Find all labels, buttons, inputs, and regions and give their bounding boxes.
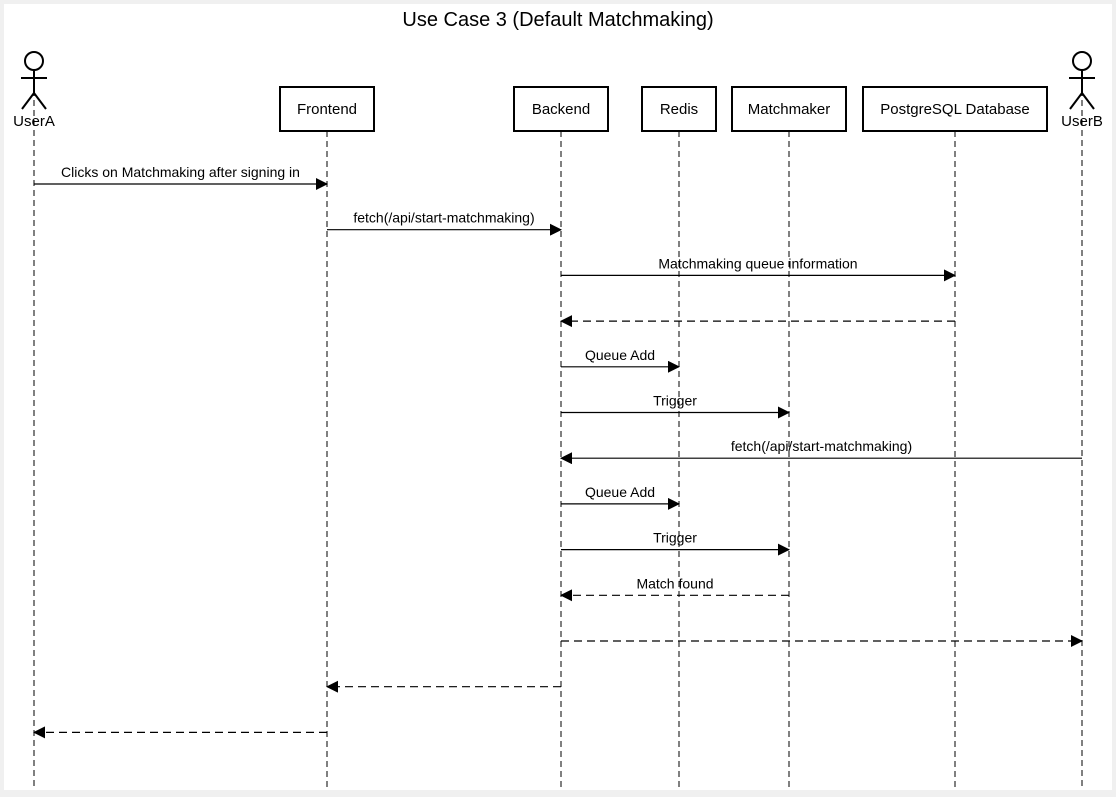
participant-frontend: Frontend (279, 86, 375, 132)
lifelines-layer (33, 80, 1083, 790)
participant-userA: UserA (13, 51, 55, 130)
actor-label: UserA (13, 113, 55, 130)
message-label: Queue Add (585, 484, 655, 500)
participant-box (641, 86, 717, 132)
actor-icon (21, 51, 47, 110)
actor-icon (1069, 51, 1095, 110)
diagram-title: Use Case 3 (Default Matchmaking) (402, 9, 713, 31)
diagram-canvas (4, 4, 1112, 790)
message-label: Trigger (653, 530, 697, 546)
participant-box (731, 86, 847, 132)
participant-redis: Redis (641, 86, 717, 132)
participants-layer: UserA Frontend Backend Redis Matchmaker Postg… (13, 51, 1103, 132)
message-label: Queue Add (585, 347, 655, 363)
participant-postgres: PostgreSQL Database (862, 86, 1048, 132)
participant-label: Redis (660, 101, 698, 118)
message-label: Matchmaking queue information (658, 255, 857, 271)
message-10: Match found (560, 575, 789, 602)
message-label: fetch(/api/start-matchmaking) (353, 210, 534, 226)
messages-layer: Clicks on Matchmaking after signing in fe… (33, 164, 1083, 739)
participant-box (513, 86, 609, 132)
message-8: Queue Add (561, 484, 680, 510)
message-1: Clicks on Matchmaking after signing in (34, 164, 328, 190)
participant-userB: UserB (1061, 51, 1103, 130)
message-9: Trigger (561, 530, 790, 556)
message-label: Trigger (653, 393, 697, 409)
participant-box (862, 86, 1048, 132)
message-label: Clicks on Matchmaking after signing in (61, 164, 300, 180)
message-2: fetch(/api/start-matchmaking) (327, 210, 562, 236)
participant-label: Frontend (297, 101, 357, 118)
message-6: Trigger (561, 393, 790, 419)
message-label: fetch(/api/start-matchmaking) (731, 438, 912, 454)
participant-backend: Backend (513, 86, 609, 132)
participant-matchmaker: Matchmaker (731, 86, 847, 132)
message-3: Matchmaking queue information (561, 255, 956, 282)
actor-label: UserB (1061, 113, 1103, 130)
message-5: Queue Add (561, 347, 680, 373)
participant-label: PostgreSQL Database (880, 101, 1030, 118)
message-7: fetch(/api/start-matchmaking) (560, 438, 1082, 465)
participant-label: Backend (532, 101, 590, 118)
participant-box (279, 86, 375, 132)
participant-label: Matchmaker (748, 101, 831, 118)
message-label: Match found (636, 575, 713, 591)
